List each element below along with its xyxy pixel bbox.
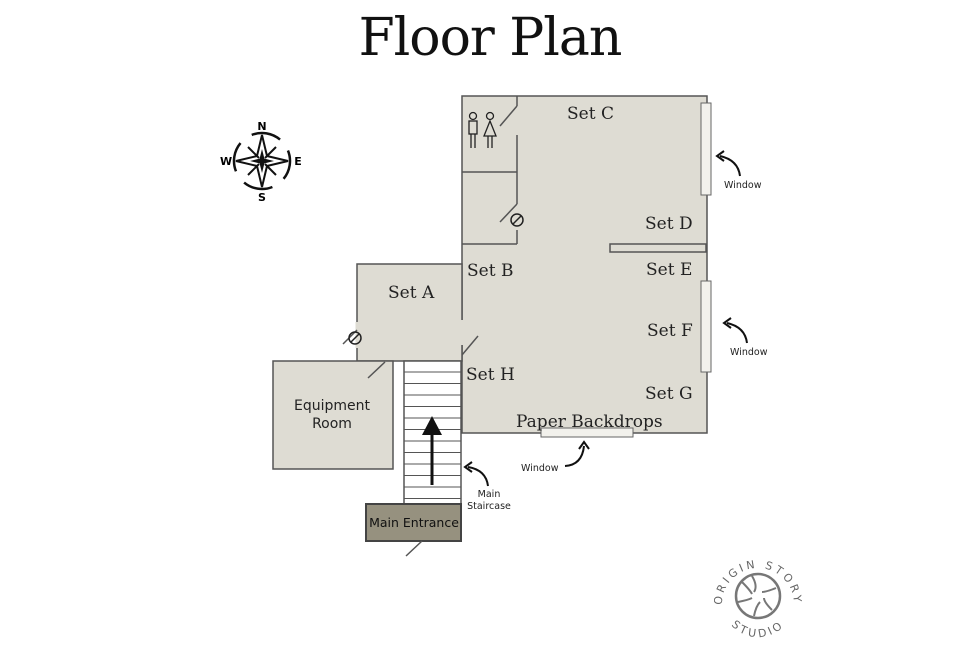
set-h-label: Set H (466, 365, 515, 385)
studio-logo: ORIGIN STORY STUDIO (712, 558, 805, 641)
curved-arrow-icon (564, 440, 590, 467)
no-entry-icon (348, 331, 362, 345)
main-room (461, 95, 708, 434)
set-g-label: Set G (645, 384, 693, 404)
svg-text:STUDIO: STUDIO (729, 618, 787, 641)
main-entrance-label: Main Entrance (369, 515, 459, 530)
svg-text:N: N (257, 120, 266, 133)
stair-arrow-icon (422, 416, 442, 485)
equipment-room-label: Equipment (294, 398, 371, 414)
equipment-room-label: Room (312, 416, 352, 432)
compass-icon: N S E W (220, 120, 302, 204)
set-d-label: Set D (645, 214, 693, 234)
staircase-label: Main (478, 489, 501, 500)
staircase-label: Staircase (467, 501, 511, 512)
curved-arrow-icon (722, 317, 748, 344)
svg-text:S: S (258, 191, 266, 204)
window-label: Window (724, 180, 762, 191)
windows (540, 102, 712, 438)
svg-text:ORIGIN STORY: ORIGIN STORY (712, 558, 805, 606)
page-title: Floor Plan (358, 8, 623, 68)
main-entrance (365, 503, 462, 542)
equipment-room (272, 360, 394, 470)
curved-arrow-icon (715, 150, 741, 177)
svg-text:E: E (294, 155, 302, 168)
set-e-label: Set E (646, 260, 692, 280)
set-c-label: Set C (567, 104, 614, 124)
window-label: Window (521, 463, 559, 474)
curved-arrow-icon (463, 461, 489, 487)
set-b-label: Set B (467, 261, 513, 281)
set-f-label: Set F (647, 321, 693, 341)
svg-text:W: W (220, 155, 232, 168)
paper-backdrops-label: Paper Backdrops (516, 412, 663, 432)
set-a-room (356, 263, 463, 362)
window-label: Window (730, 347, 768, 358)
set-a-label: Set A (388, 283, 435, 303)
restroom-icon (468, 111, 497, 148)
no-entry-icon (510, 213, 524, 227)
